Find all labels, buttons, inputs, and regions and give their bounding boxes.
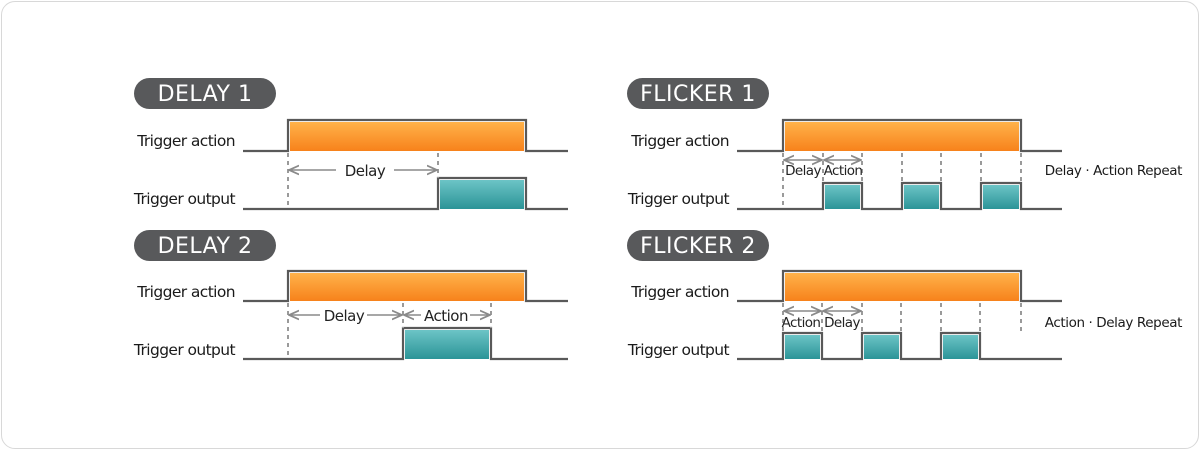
flicker-1-title: FLICKER 1 — [640, 82, 756, 107]
delay-1-badge — [134, 78, 276, 109]
delay-2-delay-label: Delay — [324, 307, 365, 325]
delay-2-action-bar — [290, 273, 524, 301]
delay-2-trigger-action-label: Trigger action — [136, 283, 235, 301]
delay-1-trigger-output-label: Trigger output — [133, 190, 236, 208]
flicker-2-output-waveform — [737, 331, 1062, 361]
flicker-2-title: FLICKER 2 — [640, 234, 756, 259]
flicker-1-action-bar — [785, 122, 1019, 151]
delay-1-output-waveform — [243, 176, 568, 211]
flicker-1-badge — [627, 78, 769, 109]
flicker-2-trigger-action-label: Trigger action — [630, 283, 729, 301]
panel-flicker-1: FLICKER 1 Trigger action Trigger output … — [627, 78, 1183, 211]
flicker-2-action-label: Action — [782, 315, 821, 331]
flicker-2-output-pulse-2 — [864, 335, 899, 359]
delay-2-trigger-output-label: Trigger output — [133, 341, 236, 359]
panel-flicker-2: FLICKER 2 Trigger action Trigger output … — [627, 230, 1183, 361]
delay-1-action-waveform — [243, 118, 568, 153]
flicker-1-delay-label: Delay — [785, 163, 821, 179]
flicker-2-output-pulse-1 — [785, 335, 820, 359]
panel-delay-1: DELAY 1 Trigger action Trigger output De… — [133, 78, 568, 211]
delay-2-action-waveform — [243, 269, 568, 303]
delay-1-delay-label: Delay — [345, 162, 386, 180]
flicker-2-action-waveform — [737, 269, 1062, 303]
flicker-2-trigger-output-label: Trigger output — [627, 341, 730, 359]
flicker-1-trigger-output-label: Trigger output — [627, 190, 730, 208]
flicker-1-output-pulse-1 — [825, 185, 860, 209]
flicker-1-action-label: Action — [824, 163, 863, 179]
delay-1-trigger-action-label: Trigger action — [136, 132, 235, 150]
delay-2-output-bar — [405, 330, 489, 359]
flicker-2-repeat-note: Action · Delay Repeat — [1045, 315, 1182, 331]
flicker-2-action-bar — [785, 273, 1019, 301]
flicker-1-output-pulse-2 — [904, 185, 939, 209]
panel-delay-2: DELAY 2 Trigger action Trigger output De… — [133, 230, 568, 361]
delay-1-action-bar — [290, 122, 524, 151]
delay-2-action-label: Action — [424, 307, 468, 325]
flicker-1-output-waveform — [737, 181, 1062, 211]
flicker-1-output-pulse-3 — [983, 185, 1019, 209]
delay-1-output-bar — [440, 180, 524, 209]
delay-2-output-waveform — [243, 326, 568, 361]
flicker-2-delay-label: Delay — [824, 315, 860, 331]
flicker-2-output-pulse-3 — [943, 335, 978, 359]
delay-2-badge — [134, 230, 276, 261]
flicker-1-trigger-action-label: Trigger action — [630, 132, 729, 150]
flicker-1-action-waveform — [737, 118, 1062, 153]
delay-2-title: DELAY 2 — [158, 234, 253, 259]
delay-1-title: DELAY 1 — [158, 82, 253, 107]
flicker-1-repeat-note: Delay · Action Repeat — [1045, 163, 1182, 179]
flicker-2-badge — [627, 230, 769, 261]
